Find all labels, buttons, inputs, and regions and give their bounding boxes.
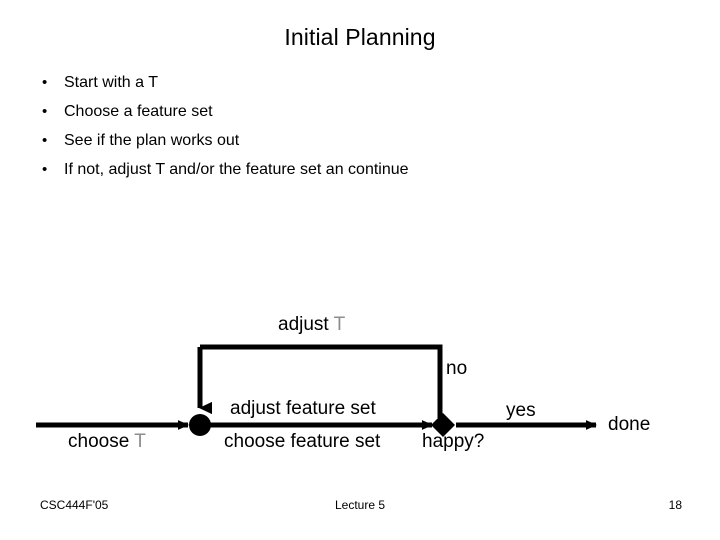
footer-course-code: CSC444F'05 xyxy=(40,498,109,512)
edge-label-choose-t: choose T xyxy=(68,431,146,453)
planning-flow-diagram: adjust T no adjust feature set yes done … xyxy=(0,290,720,480)
list-item-label: Choose a feature set xyxy=(64,103,213,120)
page-title: Initial Planning xyxy=(284,24,436,50)
edge-label-yes: yes xyxy=(506,400,536,421)
footer-page-number: 18 xyxy=(668,498,682,512)
bullet-point-icon: • xyxy=(42,74,48,91)
bullet-point-icon: • xyxy=(42,103,48,120)
list-item-label: See if the plan works out xyxy=(64,132,240,149)
flowchart-graphic xyxy=(36,344,597,437)
list-item: • Choose a feature set xyxy=(36,99,656,128)
node-junction xyxy=(189,414,211,436)
edge-label-choose-t-variable: T xyxy=(134,431,146,452)
list-item-label: Start with a T xyxy=(64,74,158,91)
edge-label-no: no xyxy=(446,358,468,379)
bullet-list: • Start with a T • Choose a feature set … xyxy=(36,70,656,186)
edge-label-adjust-t: adjust T xyxy=(278,314,345,336)
bullet-point-icon: • xyxy=(42,132,48,149)
list-item-label: If not, adjust T and/or the feature set … xyxy=(64,161,409,178)
node-label-done: done xyxy=(608,414,651,435)
edge-label-adjust-t-variable: T xyxy=(333,314,346,335)
node-label-happy: happy? xyxy=(422,431,485,452)
slide-footer: CSC444F'05 Lecture 5 18 xyxy=(0,494,720,516)
list-item: • Start with a T xyxy=(36,70,656,99)
list-item: • If not, adjust T and/or the feature se… xyxy=(36,157,656,186)
node-decision-happy xyxy=(431,413,455,437)
list-item: • See if the plan works out xyxy=(36,128,656,157)
edge-label-adjust-t-prefix: adjust xyxy=(278,314,334,335)
footer-lecture-label: Lecture 5 xyxy=(334,498,386,512)
edge-label-choose-feature-set: choose feature set xyxy=(224,431,381,452)
bullet-point-icon: • xyxy=(42,161,48,178)
edge-label-choose-t-prefix: choose xyxy=(68,431,135,452)
edge-label-adjust-feature-set: adjust feature set xyxy=(230,398,376,419)
edge-feedback-loop xyxy=(200,344,443,418)
